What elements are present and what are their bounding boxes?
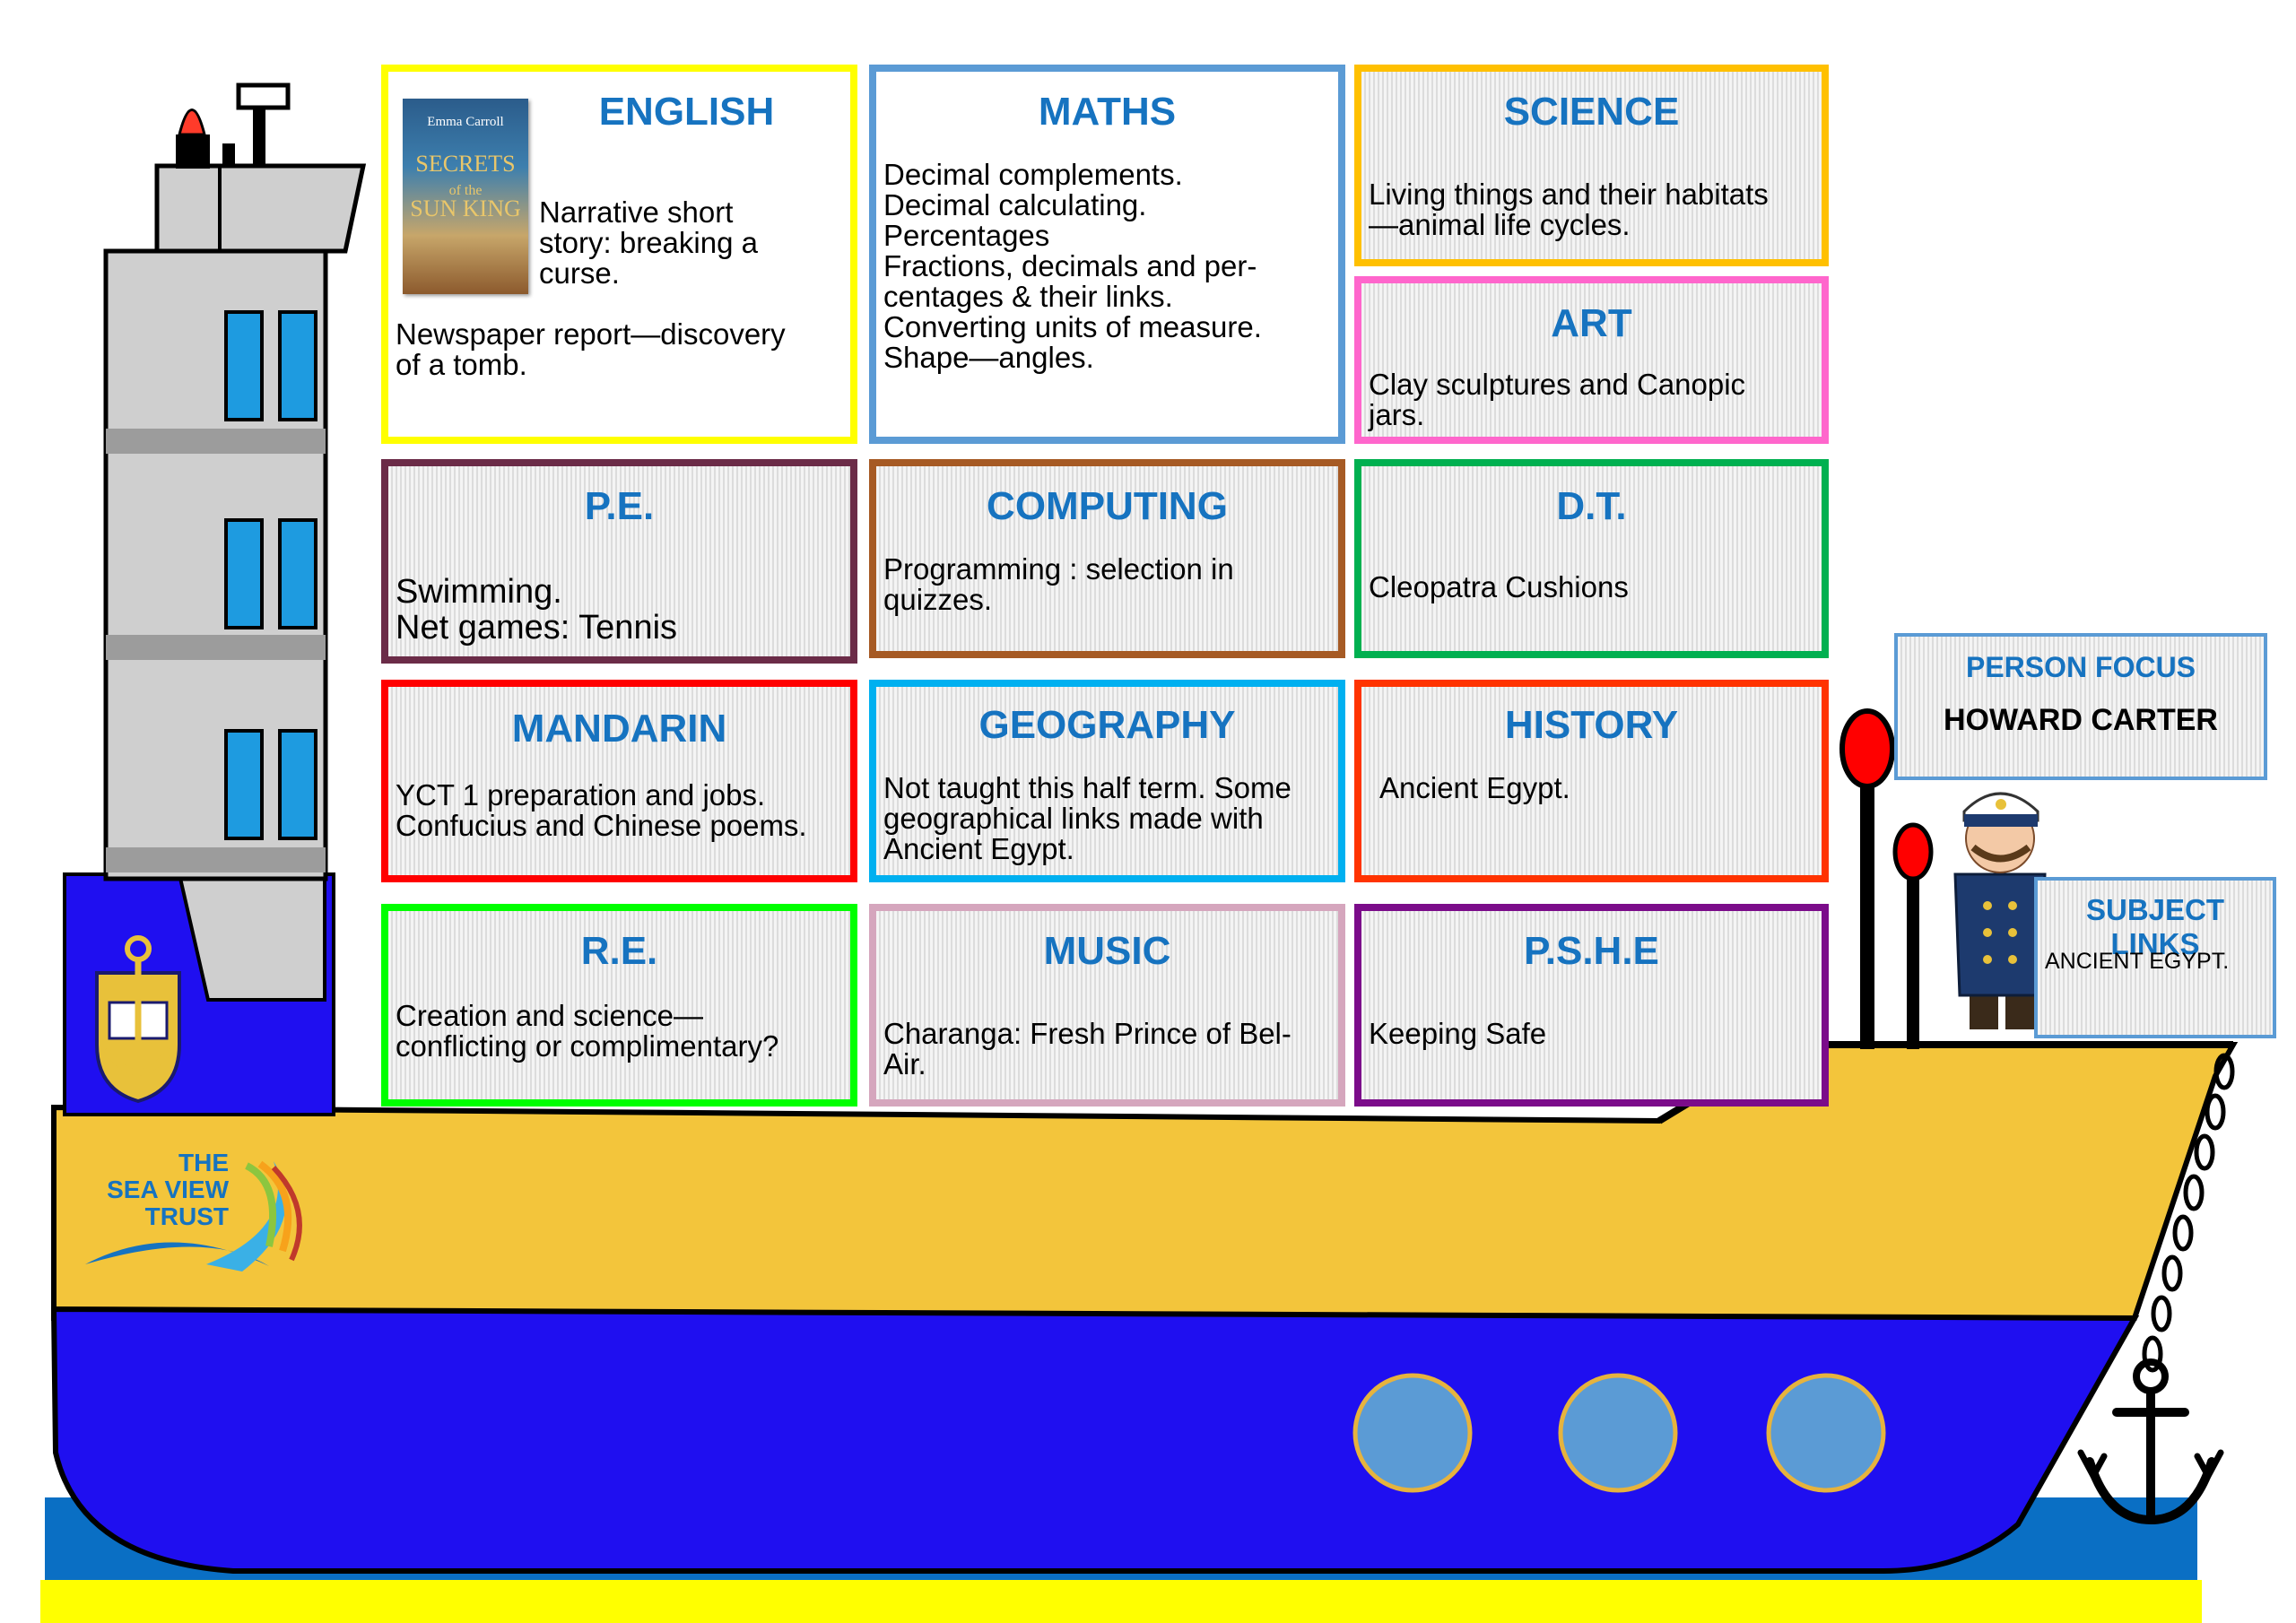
maths-line: Percentages: [883, 219, 1050, 252]
logo-line-1: THE: [178, 1149, 229, 1176]
porthole: [1352, 1373, 1473, 1493]
english-text-2: Newspaper report—discovery of a tomb.: [396, 317, 786, 381]
re-card: R.E. Creation and science—conflicting or…: [381, 904, 857, 1107]
art-text: Clay sculptures and Canopic jars.: [1369, 368, 1746, 431]
music-card: MUSIC Charanga: Fresh Prince of Bel-Air.: [869, 904, 1345, 1107]
maths-line: Fractions, decimals and per-: [883, 249, 1257, 282]
maths-line: Shape—angles.: [883, 341, 1094, 374]
mandarin-card: MANDARIN YCT 1 preparation and jobs. Con…: [381, 680, 857, 882]
maths-line: Decimal calculating.: [883, 188, 1147, 221]
subject-links-card: SUBJECT LINKS ANCIENT EGYPT.: [2034, 877, 2276, 1038]
porthole: [1558, 1373, 1678, 1493]
mandarin-text: YCT 1 preparation and jobs. Confucius an…: [396, 780, 841, 841]
pshe-card: P.S.H.E Keeping Safe: [1354, 904, 1829, 1107]
logo-line-3: TRUST: [144, 1202, 229, 1230]
mandarin-title: MANDARIN: [511, 707, 727, 751]
pe-text-1: Swimming.: [396, 573, 562, 611]
logo-line-2: SEA VIEW: [107, 1176, 229, 1203]
re-text: Creation and science—conflicting or comp…: [396, 999, 779, 1063]
pe-card: P.E. Swimming. Net games: Tennis: [381, 459, 857, 664]
pe-text-2: Net games: Tennis: [396, 609, 678, 647]
mandarin-text-2: Confucius and Chinese poems.: [396, 809, 807, 842]
sea-view-trust-text: THE SEA VIEW TRUST: [90, 1150, 229, 1230]
history-text: Ancient Egypt.: [1379, 771, 1570, 804]
english-title: ENGLISH: [598, 90, 775, 134]
subject-links-text: ANCIENT EGYPT.: [2045, 949, 2230, 974]
art-title: ART: [1551, 301, 1632, 345]
subject-links-label: SUBJECT LINKS: [2085, 893, 2225, 960]
science-text: Living things and their habitats—animal …: [1369, 178, 1769, 241]
quay: [40, 1580, 2202, 1623]
english-card: Emma Carroll SECRETS of the SUN KING ENG…: [381, 65, 857, 444]
maths-line: Decimal complements.: [883, 158, 1183, 191]
history-title: HISTORY: [1504, 703, 1679, 747]
book-title-2: of the: [448, 183, 483, 198]
art-card: ART Clay sculptures and Canopic jars.: [1354, 276, 1829, 444]
music-text: Charanga: Fresh Prince of Bel-Air.: [883, 1017, 1292, 1081]
pe-text: Swimming. Net games: Tennis: [396, 574, 841, 646]
maths-text: Decimal complements. Decimal calculating…: [883, 160, 1329, 373]
computing-text: Programming : selection in quizzes.: [883, 552, 1234, 616]
computing-title: COMPUTING: [987, 484, 1228, 528]
pshe-text: Keeping Safe: [1369, 1017, 1547, 1050]
mandarin-text-1: YCT 1 preparation and jobs.: [396, 778, 766, 812]
re-title: R.E.: [580, 929, 658, 973]
english-text-1: Narrative short story: breaking a curse.: [539, 195, 758, 290]
anchor-crest-icon: [95, 935, 181, 1104]
geography-card: GEOGRAPHY Not taught this half term. Som…: [869, 680, 1345, 882]
person-focus-label: PERSON FOCUS: [1965, 651, 2196, 683]
music-title: MUSIC: [1043, 929, 1171, 973]
porthole: [1766, 1373, 1886, 1493]
person-focus-card: PERSON FOCUS HOWARD CARTER: [1894, 633, 2267, 780]
science-card: SCIENCE Living things and their habitats…: [1354, 65, 1829, 266]
book-title-3: SUN KING: [410, 195, 521, 221]
maths-card: MATHS Decimal complements. Decimal calcu…: [869, 65, 1345, 444]
captain-icon: [1953, 792, 2047, 1029]
book-title-1: SECRETS: [415, 151, 516, 177]
sea-view-trust-logo: [85, 1160, 302, 1271]
maths-title: MATHS: [1038, 90, 1177, 134]
pshe-title: P.S.H.E: [1524, 929, 1659, 973]
maths-line: Converting units of measure.: [883, 310, 1262, 343]
person-focus-name: HOWARD CARTER: [1944, 703, 2218, 737]
dt-text: Cleopatra Cushions: [1369, 570, 1629, 603]
geography-text: Not taught this half term. Some geograph…: [883, 771, 1292, 865]
book-cover: Emma Carroll SECRETS of the SUN KING: [403, 99, 528, 294]
computing-card: COMPUTING Programming : selection in qui…: [869, 459, 1345, 658]
history-card: HISTORY Ancient Egypt.: [1354, 680, 1829, 882]
science-title: SCIENCE: [1503, 90, 1680, 134]
chain-icon: [2142, 1053, 2235, 1373]
anchor-icon: [2077, 1358, 2224, 1525]
maths-line: centages & their links.: [883, 280, 1173, 313]
pe-title: P.E.: [584, 484, 655, 528]
dt-title: D.T.: [1556, 484, 1627, 528]
geography-title: GEOGRAPHY: [978, 703, 1236, 747]
book-author: Emma Carroll: [427, 115, 504, 129]
dt-card: D.T. Cleopatra Cushions: [1354, 459, 1829, 658]
